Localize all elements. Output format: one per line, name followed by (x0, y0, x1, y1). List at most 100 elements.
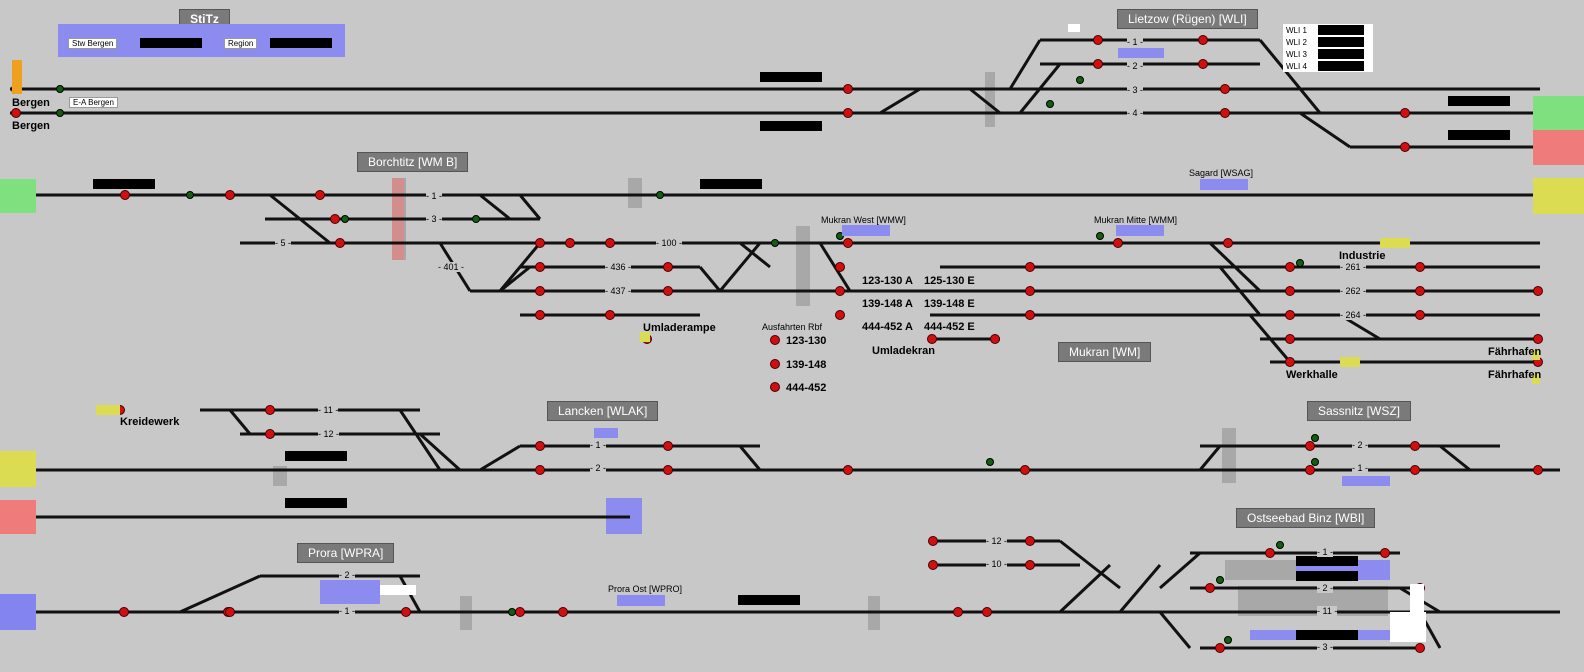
track-switch[interactable] (1059, 539, 1121, 590)
signal[interactable] (120, 190, 130, 200)
signal[interactable] (1533, 334, 1543, 344)
signal[interactable] (535, 286, 545, 296)
signal[interactable] (835, 262, 845, 272)
signal[interactable] (1093, 35, 1103, 45)
station-lancken[interactable]: Lancken [WLAK] (547, 401, 659, 421)
track-switch[interactable] (1118, 564, 1162, 613)
signal[interactable] (1285, 334, 1295, 344)
track-switch[interactable] (1058, 563, 1112, 614)
station-prora[interactable]: Prora [WPRA] (297, 543, 395, 563)
signal[interactable] (119, 607, 129, 617)
signal[interactable] (1285, 262, 1295, 272)
signal[interactable] (1220, 108, 1230, 118)
signal[interactable] (1415, 643, 1425, 653)
signal[interactable] (1305, 465, 1315, 475)
signal[interactable] (535, 441, 545, 451)
signal[interactable] (1025, 286, 1035, 296)
signal[interactable] (1220, 84, 1230, 94)
track-switch[interactable] (739, 241, 771, 269)
edge-marker-orange[interactable] (12, 60, 22, 94)
signal[interactable] (1305, 441, 1315, 451)
signal[interactable] (1285, 286, 1295, 296)
signal[interactable] (843, 238, 853, 248)
signal[interactable] (1205, 583, 1215, 593)
signal[interactable] (1285, 357, 1295, 367)
track-switch[interactable] (1299, 111, 1351, 149)
signal[interactable] (843, 465, 853, 475)
station-borchtitz[interactable]: Borchtitz [WM B] (357, 152, 469, 172)
signal[interactable] (663, 262, 673, 272)
signal[interactable] (663, 441, 673, 451)
signal[interactable] (1415, 310, 1425, 320)
signal[interactable] (770, 382, 780, 392)
track-switch[interactable] (269, 193, 301, 221)
edge-marker-yellow-left[interactable] (0, 451, 36, 487)
signal[interactable] (265, 429, 275, 439)
edge-marker-yellow-right[interactable] (1533, 178, 1584, 214)
track-switch[interactable] (969, 87, 1001, 115)
track-switch[interactable] (1198, 445, 1222, 471)
wli-row[interactable]: WLI 2 (1283, 36, 1373, 48)
track-switch[interactable] (1158, 611, 1192, 649)
signal[interactable] (1533, 286, 1543, 296)
signal[interactable] (1380, 548, 1390, 558)
signal[interactable] (770, 335, 780, 345)
signal[interactable] (1415, 286, 1425, 296)
track-switch[interactable] (398, 409, 442, 471)
wli-row[interactable]: WLI 1 (1283, 24, 1373, 36)
track-switch[interactable] (228, 409, 252, 435)
signal[interactable] (1025, 560, 1035, 570)
route-e-1[interactable]: 125-130 E (924, 275, 975, 287)
track-switch[interactable] (718, 242, 762, 292)
signal[interactable] (1215, 643, 1225, 653)
signal[interactable] (1415, 262, 1425, 272)
station-mukran[interactable]: Mukran [WM] (1058, 342, 1152, 362)
edge-marker-red-left[interactable] (0, 500, 36, 534)
signal[interactable] (928, 560, 938, 570)
station-lietzow[interactable]: Lietzow (Rügen) [WLI] (1117, 9, 1258, 29)
signal[interactable] (1285, 310, 1295, 320)
signal[interactable] (535, 310, 545, 320)
signal[interactable] (1410, 441, 1420, 451)
signal[interactable] (335, 238, 345, 248)
track-switch[interactable] (1208, 241, 1262, 293)
edge-marker-green-right[interactable] (1533, 96, 1584, 130)
signal[interactable] (663, 286, 673, 296)
signal[interactable] (1410, 465, 1420, 475)
track-switch[interactable] (299, 217, 331, 245)
route-ausfahrt-3[interactable]: 444-452 (786, 382, 827, 394)
route-a-2[interactable]: 139-148 A (862, 298, 913, 310)
route-e-2[interactable]: 139-148 E (924, 298, 975, 310)
track-switch[interactable] (698, 266, 722, 292)
signal[interactable] (315, 190, 325, 200)
signal[interactable] (330, 214, 340, 224)
track-switch[interactable] (518, 194, 542, 220)
signal[interactable] (835, 286, 845, 296)
signal[interactable] (1025, 262, 1035, 272)
signal[interactable] (565, 238, 575, 248)
signal[interactable] (535, 238, 545, 248)
route-ausfahrt-1[interactable]: 123-130 (786, 335, 827, 347)
station-binz[interactable]: Ostseebad Binz [WBI] (1236, 508, 1376, 528)
signal[interactable] (843, 84, 853, 94)
signal[interactable] (605, 310, 615, 320)
wli-row[interactable]: WLI 4 (1283, 60, 1373, 72)
signal[interactable] (1265, 548, 1275, 558)
signal[interactable] (953, 607, 963, 617)
track-switch[interactable] (479, 444, 521, 472)
signal[interactable] (927, 334, 937, 344)
signal[interactable] (982, 607, 992, 617)
signal[interactable] (1223, 238, 1233, 248)
track-switch[interactable] (879, 87, 921, 115)
route-e-3[interactable]: 444-452 E (924, 321, 975, 333)
signal[interactable] (770, 359, 780, 369)
signal[interactable] (1198, 59, 1208, 69)
signal[interactable] (605, 238, 615, 248)
track-switch[interactable] (1248, 314, 1292, 363)
signal[interactable] (1025, 536, 1035, 546)
route-a-1[interactable]: 123-130 A (862, 275, 913, 287)
edge-marker-green-left[interactable] (0, 179, 36, 213)
track-switch[interactable] (1159, 551, 1201, 590)
signal[interactable] (225, 607, 235, 617)
signal[interactable] (928, 536, 938, 546)
